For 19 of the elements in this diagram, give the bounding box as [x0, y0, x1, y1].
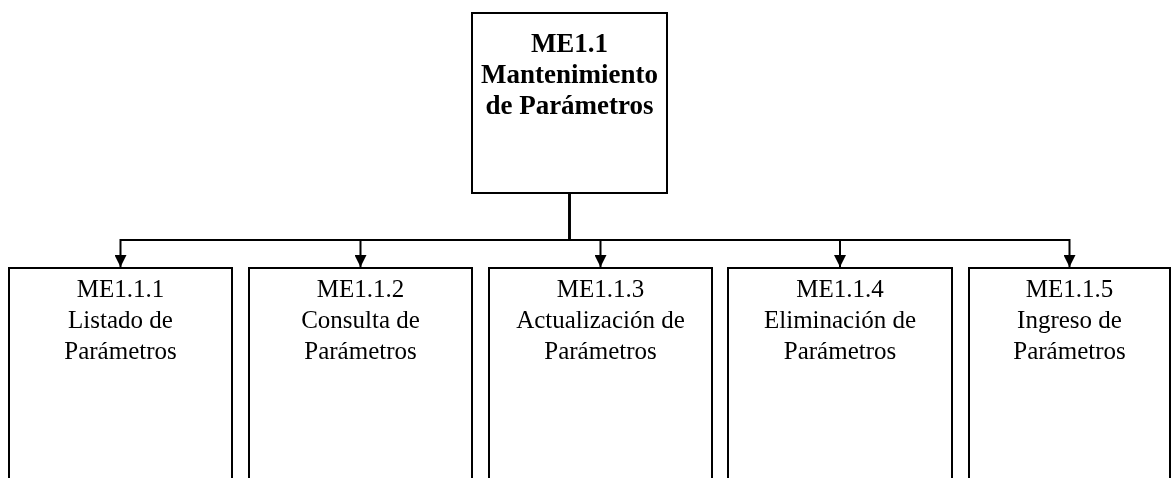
node-title: Actualización de Parámetros	[515, 305, 686, 366]
node-code: ME1.1.3	[555, 274, 646, 304]
node-title: Consulta de Parámetros	[300, 305, 421, 366]
node-code: ME1.1.5	[1024, 274, 1115, 304]
node-code: ME1.1	[529, 28, 610, 59]
process-box	[968, 267, 1171, 478]
process-box	[727, 267, 953, 478]
node-title: Mantenimiento de Parámetros	[480, 59, 659, 121]
connector-arrow	[568, 193, 1076, 268]
node-title: Ingreso de Parámetros	[1012, 305, 1127, 366]
node-title: Eliminación de Parámetros	[762, 305, 917, 366]
node-code: ME1.1.4	[795, 274, 885, 304]
process-box	[8, 267, 233, 478]
node-code: ME1.1.2	[315, 274, 406, 304]
node-code: ME1.1.1	[75, 274, 166, 304]
process-box	[248, 267, 473, 478]
node-title: Listado de Parámetros	[63, 305, 178, 366]
process-box	[488, 267, 713, 478]
process-box	[471, 12, 668, 194]
